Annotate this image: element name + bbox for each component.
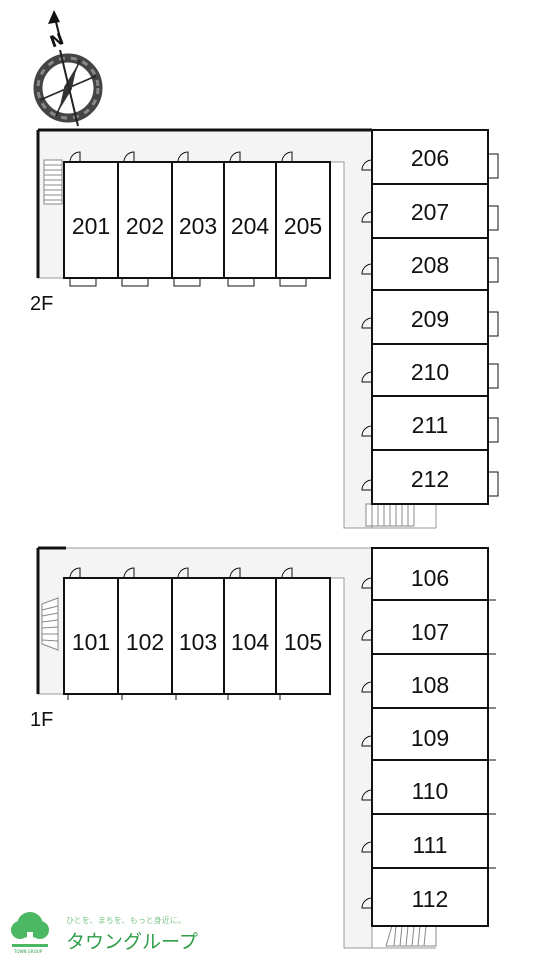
- unit-209: 209: [361, 289, 499, 345]
- unit-202: 202: [117, 151, 173, 287]
- unit-label: 201: [72, 213, 110, 239]
- unit-label: 102: [126, 629, 164, 655]
- town-group-logo: TOWN GROUP ひとを、まちを、もっと身近に。 タウングループ: [11, 912, 198, 954]
- unit-label: 105: [284, 629, 322, 655]
- unit-201: 201: [63, 151, 119, 287]
- unit-102: 102: [117, 567, 173, 700]
- unit-label: 106: [411, 565, 449, 591]
- unit-label: 111: [413, 832, 448, 858]
- unit-106: 106: [361, 547, 496, 601]
- unit-label: 210: [411, 359, 449, 385]
- unit-label: 110: [412, 778, 449, 804]
- unit-103: 103: [171, 567, 225, 700]
- unit-label: 206: [411, 145, 449, 171]
- floor-label-2f: 2F: [30, 293, 53, 315]
- tree-logo-icon: [11, 912, 49, 947]
- unit-label: 107: [411, 619, 449, 645]
- unit-label: 208: [411, 252, 449, 278]
- unit-label: 109: [411, 725, 449, 751]
- unit-label: 101: [72, 629, 110, 655]
- unit-label: 203: [179, 213, 217, 239]
- compass-north-label: N: [47, 29, 66, 51]
- stairs-2f-bottom: [344, 503, 437, 529]
- unit-212: 212: [361, 449, 499, 505]
- unit-204: 204: [223, 151, 277, 287]
- unit-label: 202: [126, 213, 164, 239]
- unit-203: 203: [171, 151, 225, 287]
- unit-label: 112: [412, 886, 449, 912]
- unit-211: 211: [361, 395, 499, 451]
- unit-label: 103: [179, 629, 217, 655]
- stairs-1f-left: [41, 597, 59, 651]
- logo-name: タウングループ: [66, 931, 198, 953]
- unit-label: 204: [231, 213, 270, 239]
- unit-label: 209: [411, 306, 449, 332]
- floor-label-1f: 1F: [30, 709, 53, 731]
- stairs-1f-bottom: [344, 925, 437, 949]
- unit-111: 111: [361, 813, 496, 869]
- unit-label: 205: [284, 213, 322, 239]
- unit-label: 108: [411, 672, 449, 698]
- unit-104: 104: [223, 567, 277, 700]
- unit-210: 210: [361, 343, 499, 397]
- unit-110: 110: [361, 759, 496, 815]
- unit-label: 212: [411, 466, 449, 492]
- unit-label: 211: [412, 412, 449, 438]
- unit-label: 104: [231, 629, 270, 655]
- unit-107: 107: [361, 599, 496, 655]
- unit-112: 112: [361, 867, 489, 927]
- unit-108: 108: [361, 653, 496, 709]
- logo-tagline: ひとを、まちを、もっと身近に。: [66, 915, 186, 925]
- unit-105: 105: [275, 567, 331, 700]
- unit-206: 206: [361, 129, 499, 185]
- unit-208: 208: [361, 237, 499, 291]
- stairs-2f-left: [43, 159, 63, 205]
- logo-small-text: TOWN GROUP: [13, 949, 43, 954]
- unit-205: 205: [275, 151, 331, 287]
- unit-109: 109: [361, 707, 496, 761]
- floor-2f: 201 202 203 204 205: [30, 128, 499, 529]
- unit-101: 101: [63, 567, 119, 700]
- floor-1f: 101 102 103 104 105: [30, 546, 496, 949]
- compass-rose-icon: N: [33, 10, 103, 127]
- unit-label: 207: [411, 199, 449, 225]
- unit-207: 207: [361, 183, 499, 239]
